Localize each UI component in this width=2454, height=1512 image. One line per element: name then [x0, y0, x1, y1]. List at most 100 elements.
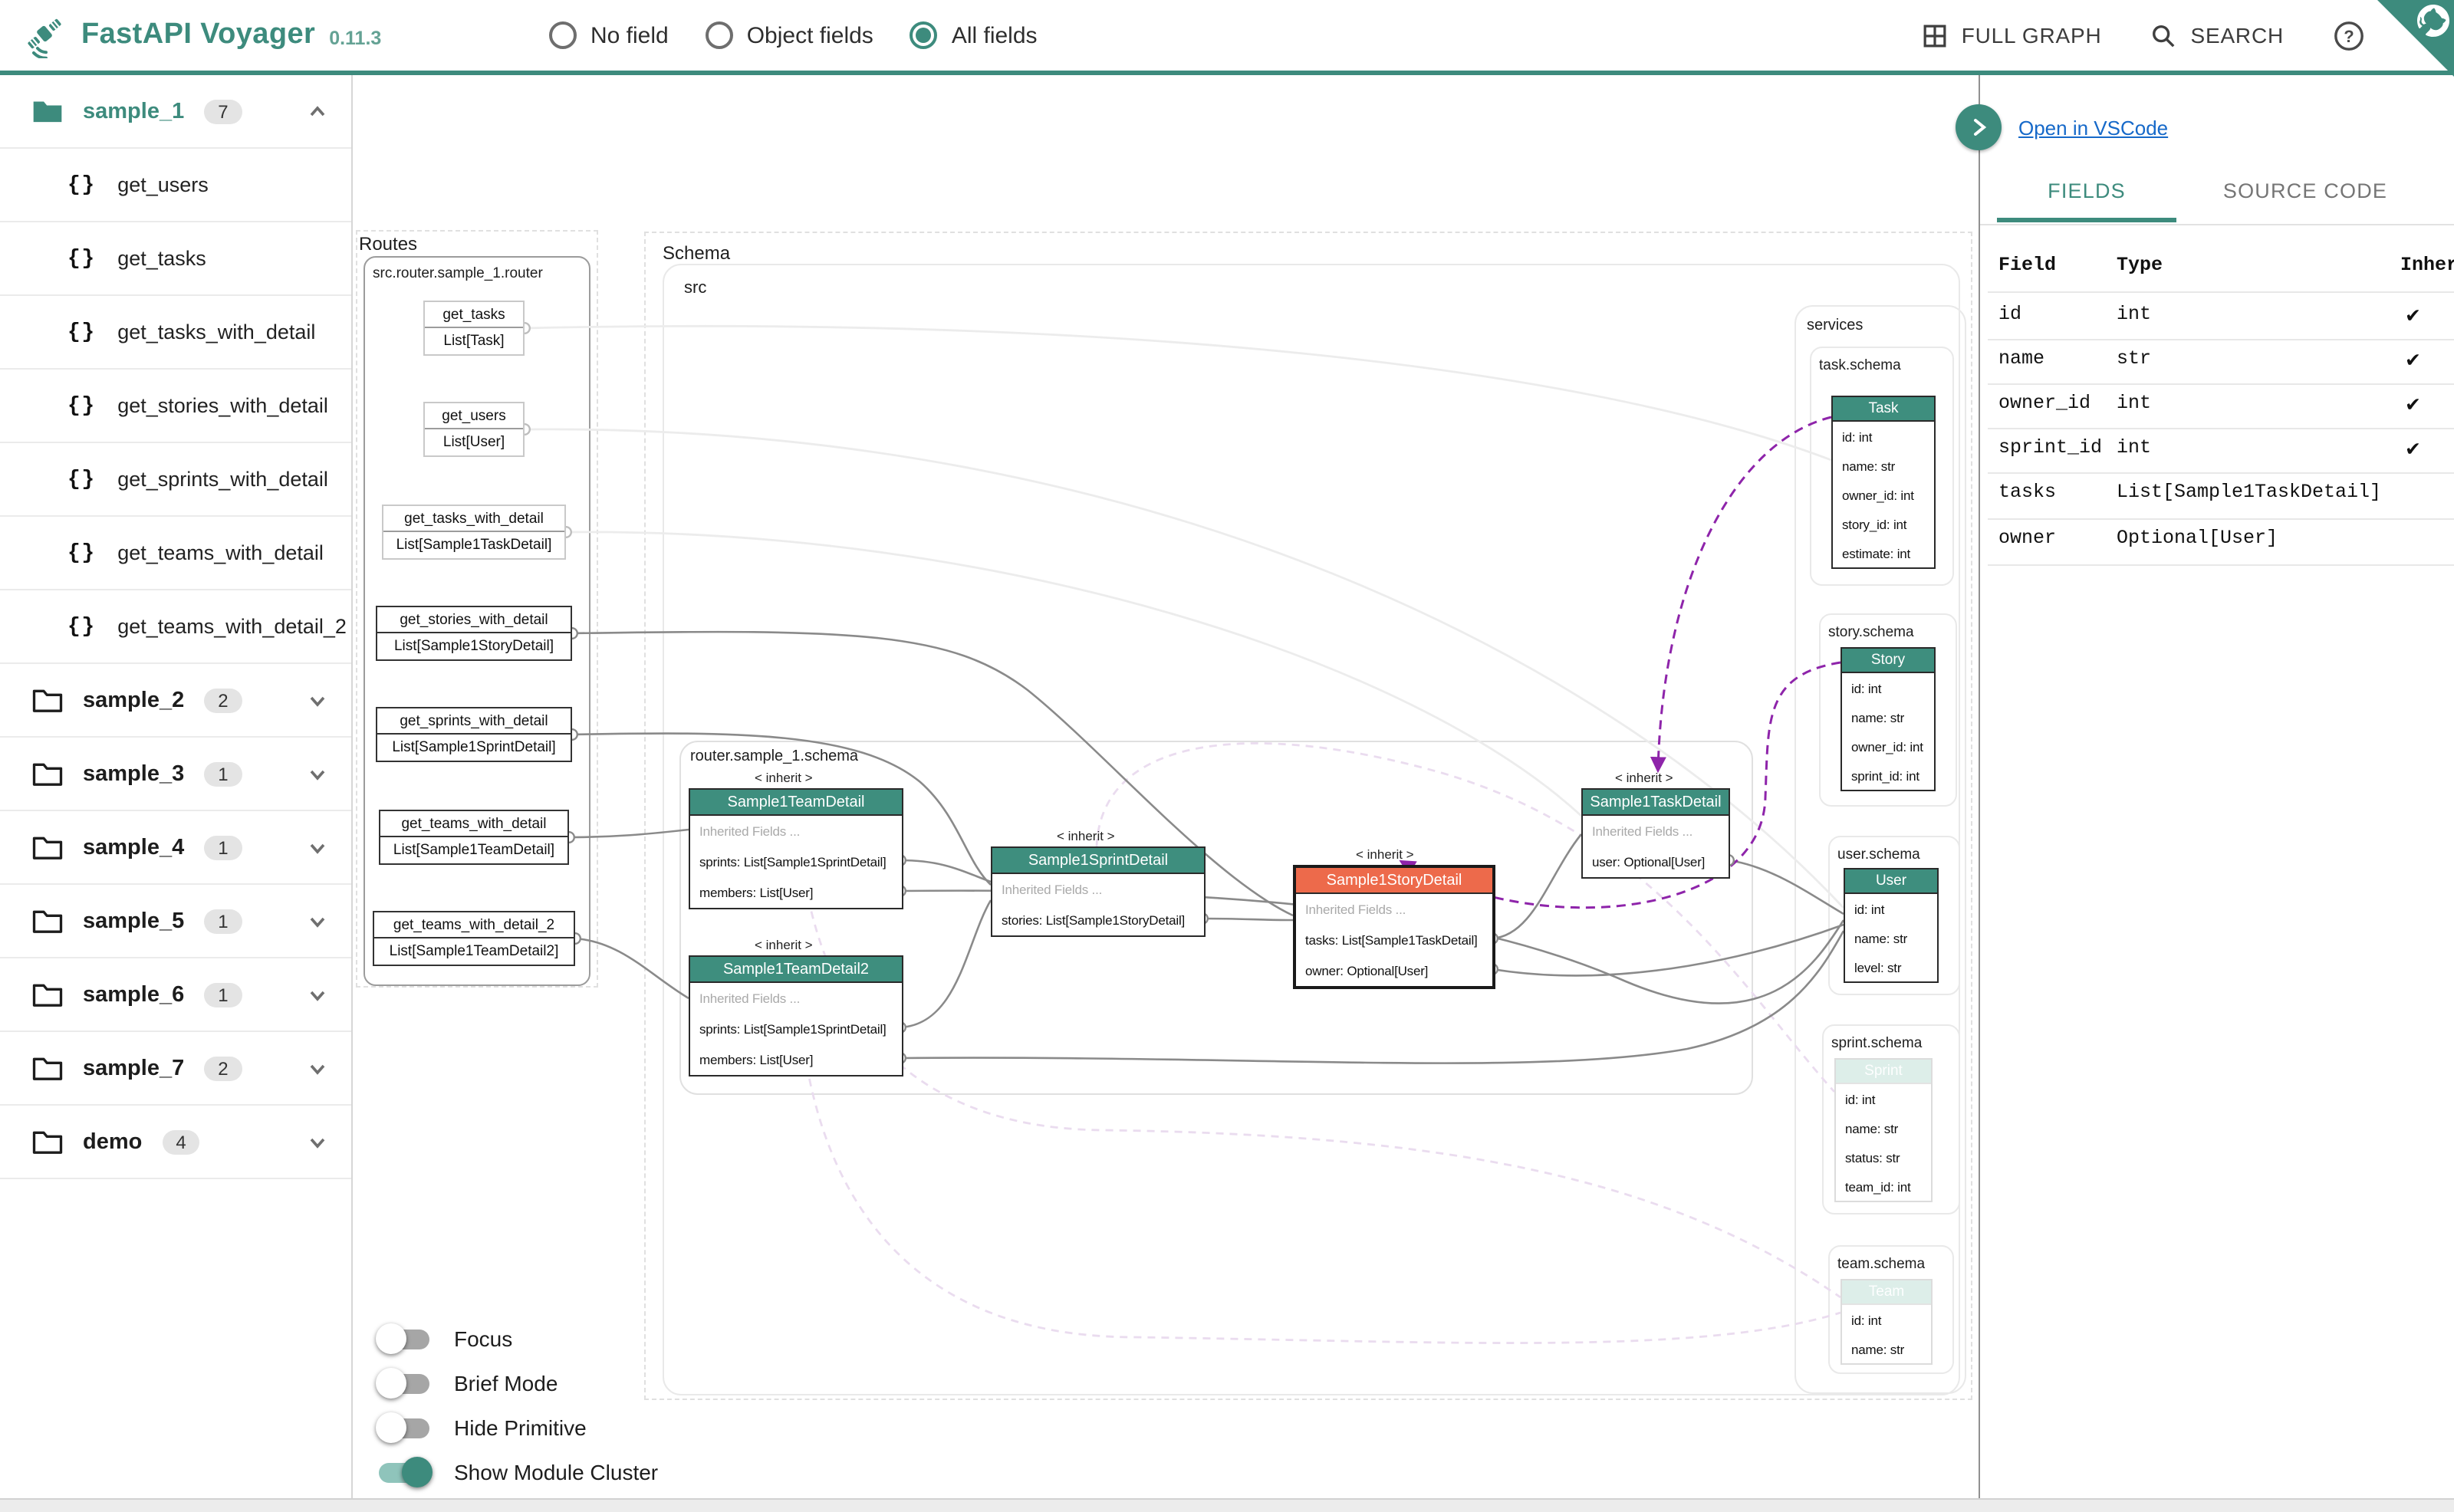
- radio-all-fields[interactable]: All fields: [910, 21, 1038, 49]
- question-mark-icon: ?: [2333, 19, 2365, 51]
- route-count-badge: 4: [162, 1129, 200, 1154]
- field-name-cell: owner: [1998, 528, 2057, 549]
- hide-primitive-toggle[interactable]: [376, 1412, 433, 1443]
- brief-mode-toggle[interactable]: [376, 1368, 433, 1399]
- model-node-Story[interactable]: Story id: int name: str owner_id: int sp…: [1840, 647, 1936, 791]
- detail-panel: [1979, 75, 2454, 1498]
- sidebar-route-get_teams_with_detail[interactable]: { } get_teams_with_detail: [0, 517, 351, 590]
- brand: FastAPI Voyager 0.11.3: [21, 0, 381, 71]
- radio-selected-icon: [910, 21, 938, 49]
- panel-collapse-button[interactable]: [1956, 104, 2002, 150]
- sidebar-route-get_stories_with_detail[interactable]: { } get_stories_with_detail: [0, 370, 351, 443]
- search-icon: [2151, 22, 2177, 48]
- satellite-logo-icon: [21, 12, 67, 58]
- radio-object-fields[interactable]: Object fields: [705, 21, 873, 49]
- route-node-get_teams_with_detail[interactable]: get_teams_with_detail List[Sample1TeamDe…: [379, 810, 569, 865]
- model-node-User[interactable]: User id: int name: str level: str: [1844, 868, 1939, 983]
- inherited-check-icon: ✔: [2405, 307, 2421, 328]
- radio-no-field[interactable]: No field: [549, 21, 669, 49]
- route-count-badge: 7: [204, 99, 242, 123]
- route-node-get_users[interactable]: get_users List[User]: [423, 402, 525, 457]
- braces-icon: { }: [67, 541, 94, 565]
- sidebar-route-get_tasks_with_detail[interactable]: { } get_tasks_with_detail: [0, 296, 351, 370]
- sidebar-group-sample_3[interactable]: sample_3 1: [0, 738, 351, 811]
- field-type-cell: List[Sample1TaskDetail]: [2117, 482, 2382, 503]
- inherited-check-icon: ✔: [2405, 396, 2421, 417]
- folder-open-icon: [32, 98, 63, 124]
- route-count-badge: 1: [204, 982, 242, 1007]
- col-header-type: Type: [2117, 255, 2163, 276]
- folder-icon: [32, 687, 63, 713]
- sidebar-route-get_tasks[interactable]: { } get_tasks: [0, 222, 351, 296]
- sidebar-group-sample_4[interactable]: sample_4 1: [0, 811, 351, 885]
- sidebar-route-get_users[interactable]: { } get_users: [0, 149, 351, 222]
- inherit-edge-label: < inherit >: [755, 937, 813, 952]
- sidebar-group-demo[interactable]: demo 4: [0, 1106, 351, 1179]
- braces-icon: { }: [67, 246, 94, 271]
- chevron-up-icon: [305, 100, 330, 124]
- table-rule: [1988, 291, 2454, 293]
- focus-toggle[interactable]: [376, 1323, 433, 1354]
- table-rule: [1988, 564, 2454, 566]
- cluster-schema-label: Schema: [663, 242, 731, 264]
- model-node-Sample1TeamDetail2[interactable]: Sample1TeamDetail2 Inherited Fields ... …: [689, 955, 903, 1076]
- open-in-vscode-link[interactable]: Open in VSCode: [2018, 117, 2169, 140]
- chevron-down-icon: [305, 689, 330, 713]
- folder-icon: [32, 761, 63, 787]
- table-rule: [1988, 428, 2454, 429]
- cluster-router-module-label: src.router.sample_1.router: [373, 265, 543, 282]
- chevron-down-icon: [305, 909, 330, 934]
- model-node-Sample1StoryDetail-selected[interactable]: Sample1StoryDetail Inherited Fields ... …: [1293, 865, 1495, 989]
- chevron-down-icon: [305, 836, 330, 860]
- active-tab-underline: [1997, 218, 2176, 222]
- field-name-cell: sprint_id: [1998, 437, 2103, 459]
- inherit-edge-label: < inherit >: [1057, 828, 1115, 843]
- cluster-user-schema-label: user.schema: [1837, 846, 1920, 863]
- braces-icon: { }: [67, 614, 94, 639]
- table-rule: [1988, 518, 2454, 520]
- chevron-down-icon: [305, 983, 330, 1007]
- hide-primitive-toggle-label: Hide Primitive: [454, 1415, 587, 1440]
- search-button[interactable]: SEARCH: [2151, 22, 2285, 48]
- model-node-Task[interactable]: Task id: int name: str owner_id: int sto…: [1831, 396, 1936, 569]
- braces-icon: { }: [67, 173, 94, 197]
- github-octocat-icon: [2410, 0, 2454, 44]
- model-node-Sample1TeamDetail[interactable]: Sample1TeamDetail Inherited Fields ... s…: [689, 788, 903, 909]
- route-node-get_stories_with_detail[interactable]: get_stories_with_detail List[Sample1Stor…: [376, 606, 572, 661]
- tab-source-code[interactable]: SOURCE CODE: [2222, 179, 2388, 202]
- route-node-get_teams_with_detail_2[interactable]: get_teams_with_detail_2 List[Sample1Team…: [373, 911, 575, 966]
- sidebar-group-sample_6[interactable]: sample_6 1: [0, 958, 351, 1032]
- braces-icon: { }: [67, 467, 94, 491]
- cluster-team-schema-label: team.schema: [1837, 1256, 1926, 1273]
- sidebar-group-sample_5[interactable]: sample_5 1: [0, 885, 351, 958]
- sidebar-route-get_sprints_with_detail[interactable]: { } get_sprints_with_detail: [0, 443, 351, 517]
- col-header-field: Field: [1998, 255, 2057, 276]
- cluster-task-schema-label: task.schema: [1819, 357, 1901, 374]
- folder-icon: [32, 981, 63, 1007]
- tab-row-border: [1980, 224, 2454, 225]
- braces-icon: { }: [67, 320, 94, 344]
- cluster-router-schema-label: router.sample_1.schema: [690, 748, 859, 765]
- show-module-cluster-toggle[interactable]: [376, 1457, 433, 1487]
- field-name-cell: name: [1998, 348, 2045, 370]
- model-node-Sprint-faded[interactable]: Sprint id: int name: str status: str tea…: [1834, 1058, 1933, 1202]
- route-node-get_sprints_with_detail[interactable]: get_sprints_with_detail List[Sample1Spri…: [376, 707, 572, 762]
- help-button[interactable]: ?: [2333, 19, 2365, 51]
- route-node-get_tasks_with_detail[interactable]: get_tasks_with_detail List[Sample1TaskDe…: [382, 505, 566, 560]
- route-node-get_tasks[interactable]: get_tasks List[Task]: [423, 301, 525, 356]
- cluster-story-schema-label: story.schema: [1828, 624, 1914, 641]
- model-node-Sample1TaskDetail[interactable]: Sample1TaskDetail Inherited Fields ... u…: [1581, 788, 1730, 879]
- tab-fields[interactable]: FIELDS: [2048, 179, 2126, 202]
- sidebar-group-sample_1[interactable]: sample_1 7: [0, 75, 351, 149]
- sidebar-route-get_teams_with_detail_2[interactable]: { } get_teams_with_detail_2: [0, 590, 351, 664]
- model-node-Sample1SprintDetail[interactable]: Sample1SprintDetail Inherited Fields ...…: [991, 846, 1206, 937]
- field-name-cell: owner_id: [1998, 393, 2091, 414]
- sidebar-group-sample_7[interactable]: sample_7 2: [0, 1032, 351, 1106]
- route-count-badge: 2: [204, 688, 242, 712]
- model-node-Team-faded[interactable]: Team id: int name: str: [1840, 1279, 1933, 1365]
- field-name-cell: tasks: [1998, 482, 2057, 503]
- inherit-edge-label: < inherit >: [1615, 770, 1673, 785]
- sidebar-group-sample_2[interactable]: sample_2 2: [0, 664, 351, 738]
- full-graph-button[interactable]: FULL GRAPH: [1922, 22, 2102, 48]
